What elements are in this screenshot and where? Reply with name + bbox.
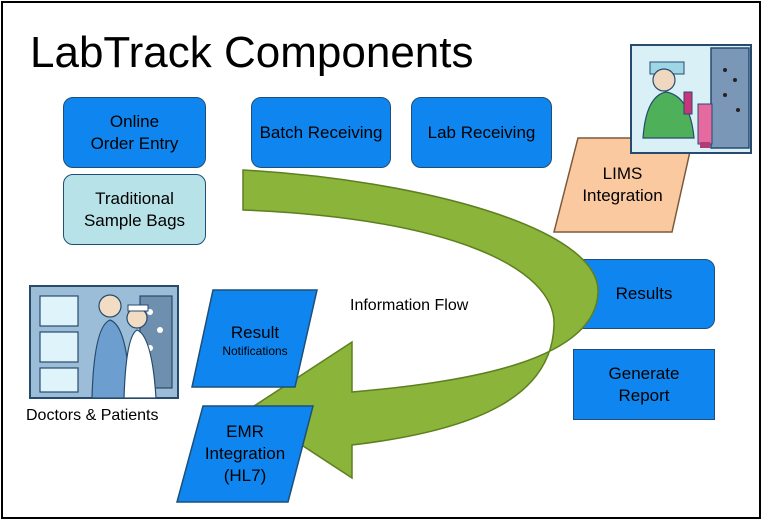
slide-title: LabTrack Components [30, 28, 474, 77]
generate-report-box: Generate Report [573, 349, 715, 420]
generate-report-line1: Generate [608, 363, 680, 383]
traditional-sample-bags-box: Traditional Sample Bags [63, 174, 206, 245]
emr-integration-shape [176, 405, 314, 503]
online-order-entry-line2: Order Entry [90, 133, 179, 153]
lims-integration-line1: LIMS [602, 164, 643, 183]
lab-receiving-box: Lab Receiving [411, 97, 552, 168]
batch-receiving-box: Batch Receiving [251, 97, 391, 168]
online-order-entry-line1: Online [109, 111, 160, 131]
lab-technician-clipart [630, 44, 752, 154]
emr-integration-label: EMR Integration (HL7) [190, 418, 300, 490]
doctors-patients-label: Doctors & Patients [26, 407, 159, 424]
generate-report-line2: Report [618, 385, 670, 405]
emr-integration-line2: Integration [204, 444, 286, 463]
lims-integration-line2: Integration [582, 186, 663, 205]
result-notifications-shape [191, 289, 318, 388]
online-order-entry-box: Online Order Entry [63, 97, 206, 168]
lab-receiving-label: Lab Receiving [427, 122, 536, 142]
results-label: Results [615, 284, 673, 303]
result-notifications-line1: Result [230, 322, 280, 342]
traditional-sample-bags-line2: Sample Bags [83, 210, 186, 230]
traditional-sample-bags-line1: Traditional [95, 188, 174, 208]
result-notifications-label: Result Notifications [200, 318, 310, 362]
emr-integration-line1: EMR [226, 422, 264, 441]
result-notifications-line2: Notifications [222, 343, 288, 358]
lims-integration-label: LIMS Integration [560, 160, 685, 210]
doctors-clipart [29, 285, 179, 399]
batch-receiving-label: Batch Receiving [259, 122, 383, 142]
information-flow-label: Information Flow [350, 297, 469, 314]
emr-integration-line3: (HL7) [223, 466, 267, 485]
information-flow-arrow [242, 169, 599, 480]
